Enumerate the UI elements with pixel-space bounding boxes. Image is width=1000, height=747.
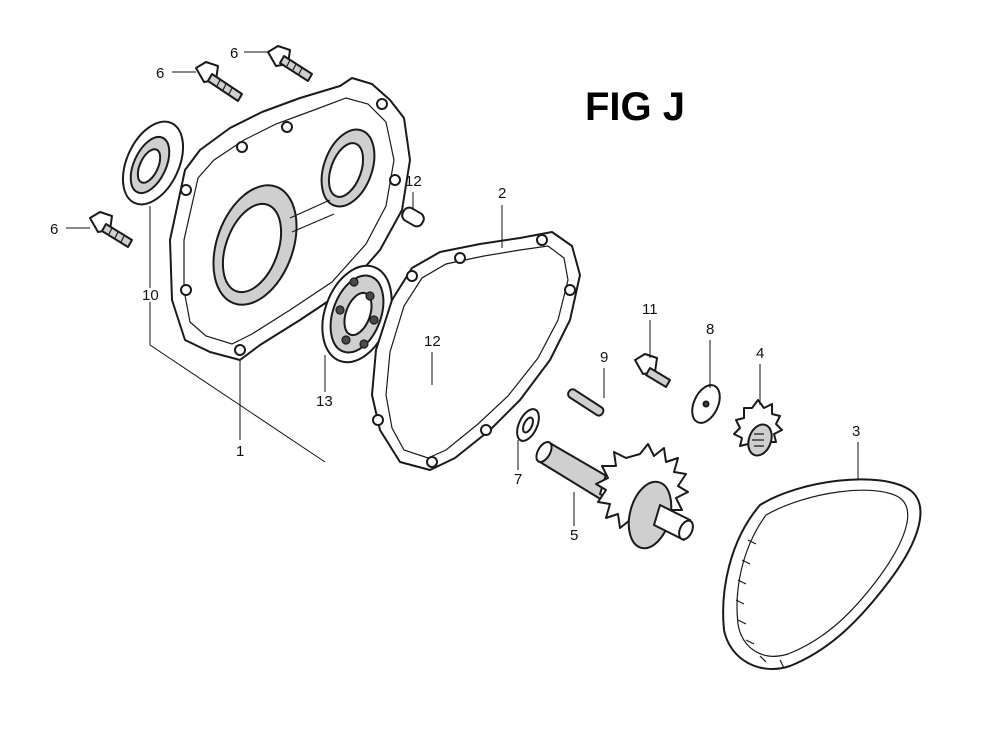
oil-seal-10 xyxy=(121,120,185,206)
dowel-pin-12-upper xyxy=(401,206,425,228)
callout-12-lower: 12 xyxy=(424,333,441,350)
callout-2: 2 xyxy=(498,185,506,202)
washer-8 xyxy=(691,384,721,424)
callout-12-upper: 12 xyxy=(405,173,422,190)
bolt-6-top xyxy=(267,45,313,82)
callout-6-middle: 6 xyxy=(156,65,164,82)
callout-3: 3 xyxy=(852,423,860,440)
gasket-2 xyxy=(371,231,581,471)
callout-8: 8 xyxy=(706,321,714,338)
callout-6-left: 6 xyxy=(50,221,58,238)
callout-6-top: 6 xyxy=(230,45,238,62)
washer-7 xyxy=(516,408,540,442)
bearing-13 xyxy=(321,264,393,364)
callout-13: 13 xyxy=(316,393,333,410)
callout-7: 7 xyxy=(514,471,522,488)
callout-10: 10 xyxy=(142,287,159,304)
bolt-11 xyxy=(634,353,671,388)
figure-title: FIG J xyxy=(585,85,685,129)
callout-4: 4 xyxy=(756,345,764,362)
callout-5: 5 xyxy=(570,527,578,544)
leader-lines xyxy=(66,51,859,526)
case-cover-1 xyxy=(169,77,411,361)
bolt-6-left xyxy=(89,211,133,248)
callout-11: 11 xyxy=(642,301,658,318)
callouts: 6 6 6 10 12 12 2 13 1 11 9 8 4 7 5 3 xyxy=(50,45,860,544)
callout-9: 9 xyxy=(600,349,608,366)
callout-1: 1 xyxy=(236,443,244,460)
key-9 xyxy=(567,388,605,417)
drive-shaft-sprocket-5 xyxy=(535,441,694,550)
drive-sprocket-4 xyxy=(733,399,783,457)
drive-chain-3 xyxy=(722,478,922,670)
bolt-6-middle xyxy=(195,61,243,102)
